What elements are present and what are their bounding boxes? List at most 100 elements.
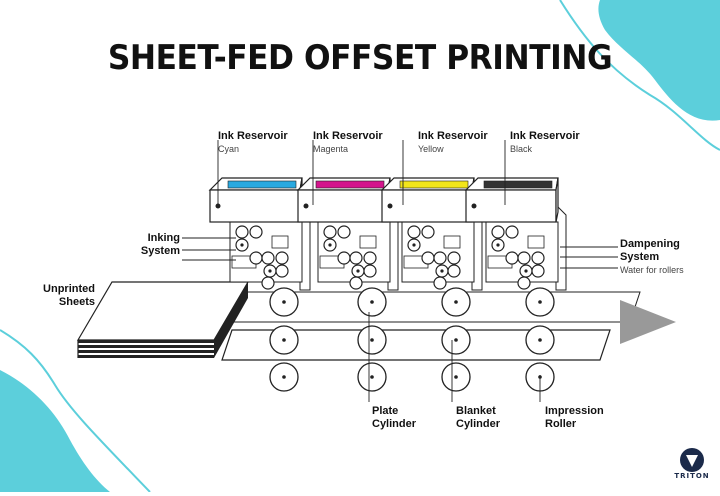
blanket-line2: Cylinder <box>456 418 501 430</box>
unit-block-magenta <box>359 235 377 249</box>
reservoir-box-black <box>465 189 557 223</box>
reservoir-box-magenta <box>297 189 389 223</box>
inking-roller-magenta-4 <box>349 251 363 265</box>
print-units <box>208 177 567 392</box>
reservoir-magenta-color: Magenta <box>313 144 349 154</box>
print-unit-cyan <box>208 177 311 392</box>
inking-roller-black-5 <box>531 251 545 265</box>
inking-roller-yellow-0 <box>407 225 421 239</box>
inking-roller-yellow-1 <box>421 225 435 239</box>
reservoir-yellow-label: Ink Reservoir <box>418 130 488 142</box>
reservoir-cyan-color: Cyan <box>218 144 240 154</box>
ink-fill-black <box>483 180 553 189</box>
roller-dot-black <box>496 243 500 247</box>
impression-roller-label: Impression Roller <box>545 405 604 431</box>
inking-line2: System <box>140 245 180 257</box>
reservoir-black-label: Ink Reservoir <box>510 130 580 142</box>
inking-roller-black-1 <box>505 225 519 239</box>
impression-dot-cyan <box>282 375 286 379</box>
inking-roller-yellow-5 <box>447 251 461 265</box>
plate-line1: Plate <box>372 405 399 417</box>
plate-line2: Cylinder <box>372 418 417 430</box>
inking-roller-black-3 <box>505 251 519 265</box>
dampening-leaders <box>560 246 618 269</box>
inking-line1: Inking <box>147 232 180 244</box>
roller-dot-yellow <box>412 243 416 247</box>
plate-cyl-dot-magenta <box>370 300 374 304</box>
reservoir-dot-magenta <box>303 203 309 209</box>
reservoir-box-yellow <box>381 189 473 223</box>
reservoir-yellow-color: Yellow <box>418 144 444 154</box>
inking-roller-magenta-3 <box>337 251 351 265</box>
ink-fill-yellow <box>399 180 469 189</box>
roller-dot-cyan <box>240 243 244 247</box>
inking-roller-yellow-3 <box>421 251 435 265</box>
blanket-cyl-dot-cyan <box>282 338 286 342</box>
cylinder-leaders <box>368 312 541 402</box>
roller-dot2-black <box>524 269 528 273</box>
decor-blob-bottom-left <box>0 370 110 492</box>
reservoir-dot-yellow <box>387 203 393 209</box>
reservoir-dot-cyan <box>215 203 221 209</box>
inking-roller-cyan-8 <box>261 276 275 290</box>
inking-roller-cyan-4 <box>261 251 275 265</box>
page-title: SHEET-FED OFFSET PRINTING <box>107 38 613 78</box>
impression-dot-yellow <box>454 375 458 379</box>
ink-fill-magenta <box>315 180 385 189</box>
inking-system-label: Inking System <box>110 232 180 258</box>
inking-roller-cyan-5 <box>275 251 289 265</box>
inking-roller-magenta-7 <box>363 264 377 278</box>
dampening-sub-label: Water for rollers <box>620 265 684 275</box>
triton-logo-icon <box>680 448 704 472</box>
plate-cyl-dot-cyan <box>282 300 286 304</box>
roller-dot2-cyan <box>268 269 272 273</box>
impression-line1: Impression <box>545 405 604 417</box>
ink-fill-cyan <box>227 180 297 189</box>
inking-roller-magenta-8 <box>349 276 363 290</box>
reservoir-black-color: Black <box>510 144 533 154</box>
blanket-cyl-dot-magenta <box>370 338 374 342</box>
press-base-platform <box>221 329 611 361</box>
unit-block-black <box>527 235 545 249</box>
reservoir-dot-black <box>471 203 477 209</box>
plate-cylinder-label: Plate Cylinder <box>372 405 416 431</box>
reservoir-box-cyan <box>209 189 301 223</box>
roller-dot-magenta <box>328 243 332 247</box>
inking-roller-cyan-1 <box>249 225 263 239</box>
logo-text: TRITON <box>674 472 710 480</box>
blanket-cyl-dot-yellow <box>454 338 458 342</box>
reservoir-cyan-label: Ink Reservoir <box>218 130 288 142</box>
dampening-system-label: Dampening System <box>620 238 680 264</box>
decor-wave-bottom-left <box>0 329 151 493</box>
inking-roller-cyan-0 <box>235 225 249 239</box>
dampening-line2: System <box>620 251 660 263</box>
print-unit-magenta <box>296 177 399 392</box>
inking-roller-black-8 <box>517 276 531 290</box>
unit-block-cyan <box>271 235 289 249</box>
blanket-cyl-dot-black <box>538 338 542 342</box>
decor-blob-top-right <box>598 0 720 121</box>
inking-roller-magenta-0 <box>323 225 337 239</box>
unprinted-sheet-stack <box>76 281 250 358</box>
impression-dot-magenta <box>370 375 374 379</box>
plate-cyl-dot-black <box>538 300 542 304</box>
inking-roller-black-0 <box>491 225 505 239</box>
unprinted-line1: Unprinted <box>43 283 95 295</box>
impression-line2: Roller <box>545 418 577 430</box>
plate-cyl-dot-yellow <box>454 300 458 304</box>
unprinted-line2: Sheets <box>58 296 95 308</box>
inking-roller-yellow-8 <box>433 276 447 290</box>
output-arrow <box>620 300 676 344</box>
reservoir-leaders <box>217 140 506 205</box>
roller-dot2-yellow <box>440 269 444 273</box>
dampening-line1: Dampening <box>620 238 680 250</box>
inking-roller-yellow-7 <box>447 264 461 278</box>
inking-roller-cyan-3 <box>249 251 263 265</box>
decor-wave-top-right <box>559 0 720 151</box>
inking-roller-cyan-7 <box>275 264 289 278</box>
reservoir-side-black <box>555 177 559 223</box>
unit-block-yellow <box>443 235 461 249</box>
inking-roller-magenta-1 <box>337 225 351 239</box>
